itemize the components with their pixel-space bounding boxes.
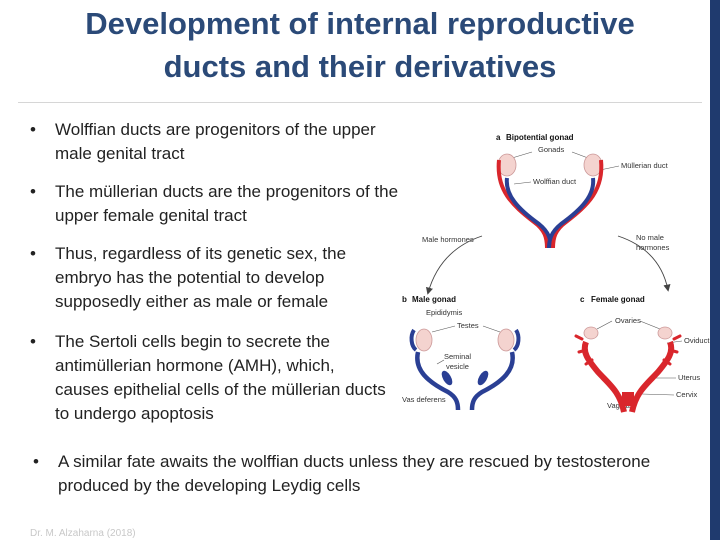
title-line-1: Development of internal reproductive — [85, 6, 635, 41]
label-ovaries: Ovaries — [615, 316, 641, 325]
footer-credit: Dr. M. Alzaharna (2018) — [30, 528, 136, 539]
label-seminal: Seminal — [444, 352, 471, 361]
bullet-text: The müllerian ducts are the progenitors … — [55, 182, 399, 225]
left-vas-deferens — [415, 351, 461, 411]
title-line-2: ducts and their derivatives — [163, 49, 557, 84]
label-vesicle: vesicle — [446, 362, 469, 371]
bullet-text: Thus, regardless of its genetic sex, the… — [55, 244, 347, 311]
title-divider — [18, 102, 702, 103]
left-seminal-vesicle — [441, 370, 453, 386]
left-testis — [415, 328, 433, 352]
leader-cervix — [641, 393, 675, 396]
right-seminal-vesicle — [477, 370, 489, 386]
leader-gonads-left — [511, 151, 533, 159]
label-mullerian-duct: Müllerian duct — [621, 161, 669, 170]
panel-b-title: Male gonad — [412, 295, 456, 304]
leader-testes-right — [482, 325, 501, 333]
label-hormones: hormones — [636, 243, 670, 252]
leader-gonads-right — [571, 151, 589, 159]
bullet-marker: • — [30, 120, 36, 139]
left-epididymis — [409, 328, 418, 352]
left-ovary — [583, 326, 599, 340]
label-vas-deferens: Vas deferens — [402, 395, 446, 404]
bullet-4: • The Sertoli cells begin to secrete the… — [30, 330, 390, 426]
bullet-5: • A similar fate awaits the wolffian duc… — [33, 450, 668, 498]
label-male-hormones: Male hormones — [422, 235, 474, 244]
bullet-text: The Sertoli cells begin to secrete the a… — [55, 332, 386, 423]
right-epididymis — [512, 328, 521, 352]
leader-testes-left — [431, 325, 456, 333]
label-vagina: Vagina — [607, 401, 631, 410]
label-gonads: Gonads — [538, 145, 565, 154]
bullet-2: • The müllerian ducts are the progenitor… — [30, 180, 405, 228]
arrow-to-female — [617, 235, 671, 292]
label-no-male: No male — [636, 233, 664, 242]
panel-b-letter: b — [402, 295, 407, 304]
right-fimbriae — [662, 334, 682, 366]
right-wolffian-duct-a — [547, 177, 596, 249]
right-testis — [497, 328, 515, 352]
label-wolffian-duct: Wolffian duct — [533, 177, 577, 186]
right-accent-bar — [710, 0, 720, 540]
bullet-1: • Wolffian ducts are progenitors of the … — [30, 118, 385, 166]
leader-wolffian — [513, 181, 532, 185]
arrow-to-male — [425, 235, 483, 295]
panel-a-letter: a — [496, 133, 501, 142]
cervix-shape — [622, 392, 634, 406]
label-cervix: Cervix — [676, 390, 698, 399]
right-ovary — [657, 326, 673, 340]
left-oviduct-uterus — [581, 340, 627, 413]
bullet-text: A similar fate awaits the wolffian ducts… — [58, 452, 651, 495]
right-oviduct-uterus — [629, 340, 675, 413]
right-vas-deferens — [469, 351, 515, 411]
leader-ovaries-right — [639, 320, 661, 330]
label-testes: Testes — [457, 321, 479, 330]
bullet-marker: • — [30, 332, 36, 351]
label-uterus: Uterus — [678, 373, 700, 382]
left-fimbriae — [574, 334, 594, 366]
panel-c-letter: c — [580, 295, 585, 304]
leader-ovaries-left — [596, 320, 613, 330]
bullet-3: • Thus, regardless of its genetic sex, t… — [30, 242, 390, 314]
bullet-marker: • — [30, 182, 36, 201]
slide-title: Development of internal reproductive duc… — [0, 2, 720, 88]
panel-a-title: Bipotential gonad — [506, 133, 574, 142]
bullet-marker: • — [30, 244, 36, 263]
label-epididymis: Epididymis — [426, 308, 463, 317]
bullet-marker: • — [33, 452, 39, 471]
leader-seminal — [436, 359, 445, 365]
panel-c-title: Female gonad — [591, 295, 645, 304]
bullet-text: Wolffian ducts are progenitors of the up… — [55, 120, 376, 163]
label-oviduct: Oviduct — [684, 336, 710, 345]
